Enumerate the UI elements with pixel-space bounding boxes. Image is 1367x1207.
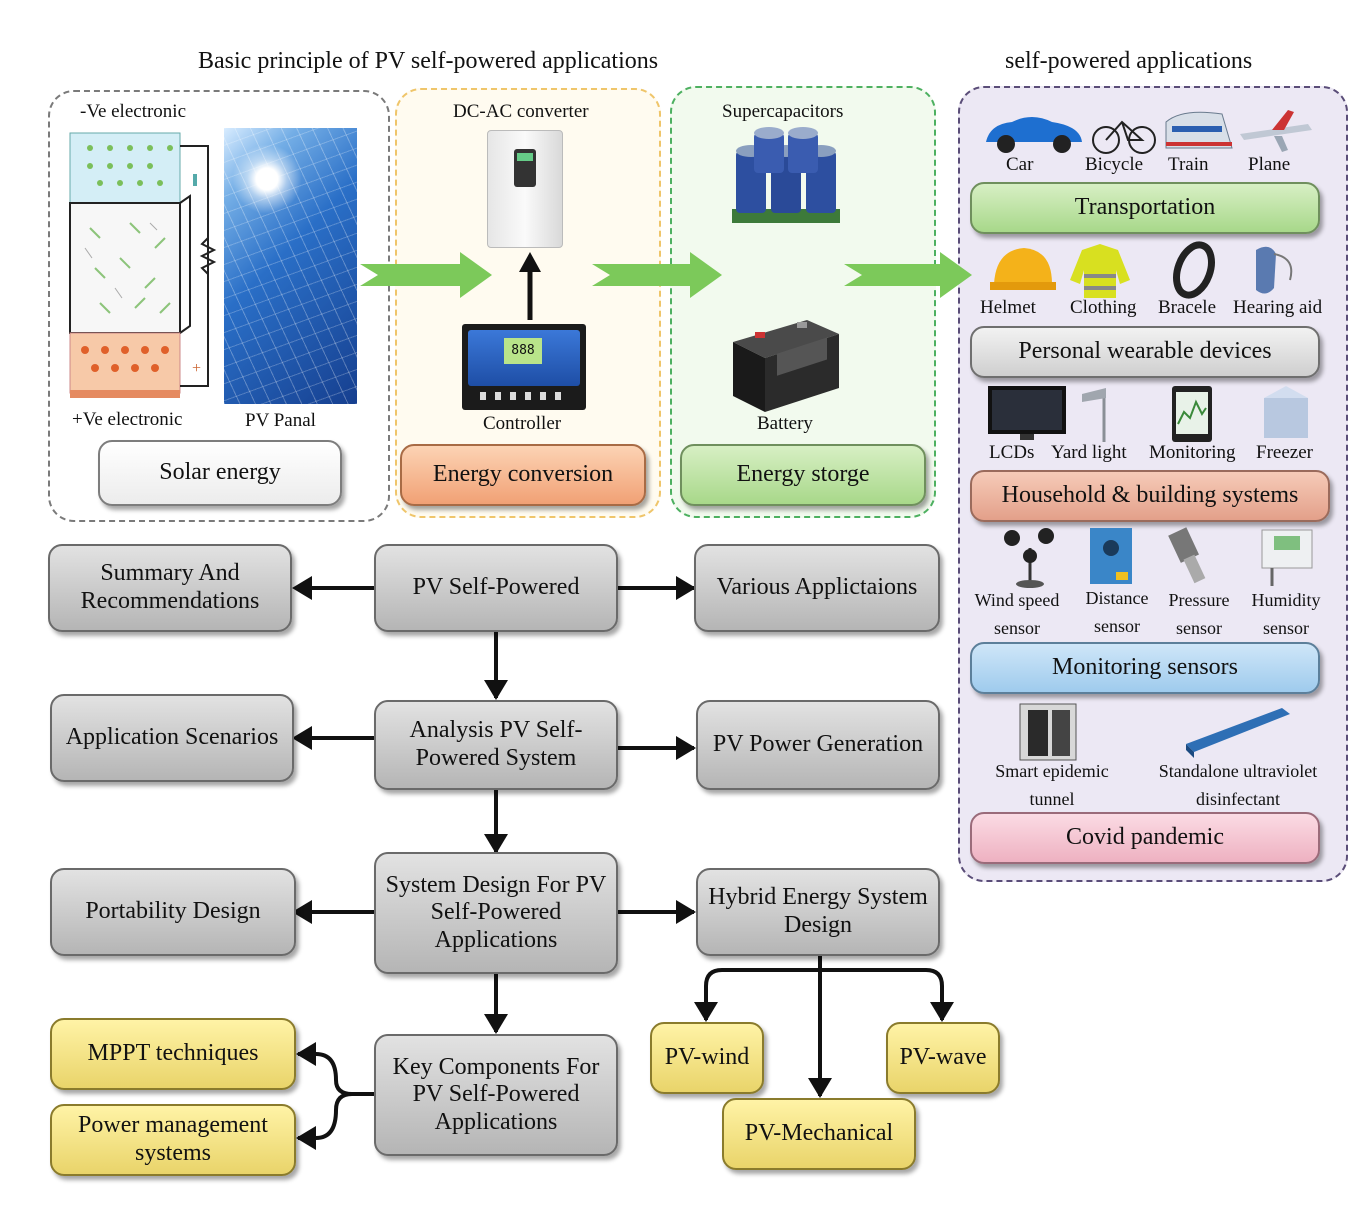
power-management-box: Power management systems: [50, 1104, 296, 1176]
distance-sensor-label: Distance sensor: [1085, 588, 1149, 636]
solar-cell-diagram: +: [69, 132, 217, 398]
supercapacitors-label: Supercapacitors: [722, 101, 844, 122]
hearing-aid-icon: [1256, 246, 1293, 294]
train-label: Train: [1168, 154, 1209, 175]
controller-label: Controller: [483, 413, 562, 434]
solar-energy-region: [48, 90, 390, 522]
bicycle-label: Bicycle: [1085, 154, 1144, 175]
energy-conversion-box: Energy conversion: [400, 444, 646, 506]
energy-storage-box: Energy storge: [680, 444, 926, 506]
portability-design-box: Portability Design: [50, 868, 296, 956]
system-design-box: System Design For PV Self-Powered Applic…: [374, 852, 618, 974]
plane-label: Plane: [1248, 154, 1291, 175]
pv-self-powered-box: PV Self-Powered: [374, 544, 618, 632]
monitoring-label: Monitoring: [1149, 442, 1236, 463]
freezer-icon: [1264, 386, 1308, 438]
solar-energy-box: Solar energy: [98, 440, 342, 506]
energy-flow-arrows: [360, 252, 972, 298]
train-icon: [1165, 111, 1233, 149]
clothing-icon: [1070, 244, 1130, 298]
helmet-label: Helmet: [980, 297, 1036, 318]
transportation-box: Transportation: [970, 182, 1320, 234]
summary-recommendations-box: Summary And Recommendations: [48, 544, 292, 632]
wearable-icons: [990, 241, 1293, 299]
sun-glare-icon: [232, 144, 302, 214]
epidemic-tunnel-icon: [1019, 703, 1077, 761]
clothing-label: Clothing: [1070, 297, 1137, 318]
battery-image: [733, 320, 839, 412]
monitoring-sensors-box: Monitoring sensors: [970, 642, 1320, 694]
household-systems-box: Household & building systems: [970, 470, 1330, 522]
monitoring-icon: [1172, 386, 1212, 442]
pv-wave-box: PV-wave: [886, 1022, 1000, 1094]
pv-panel-image: [224, 128, 357, 404]
bicycle-icon: [1092, 120, 1156, 154]
pv-wind-box: PV-wind: [650, 1022, 764, 1094]
wind-speed-sensor-icon: [1004, 528, 1054, 588]
pressure-sensor-icon: [1168, 527, 1206, 584]
wind-speed-sensor-label: Wind speed sensor: [974, 590, 1060, 638]
uv-disinfectant-icon: [1186, 708, 1290, 758]
analysis-system-box: Analysis PV Self-Powered System: [374, 700, 618, 790]
svg-text:+: +: [192, 360, 201, 377]
covid-pandemic-box: Covid pandemic: [970, 812, 1320, 864]
plane-icon: [1240, 110, 1312, 152]
bracelet-label: Bracele: [1158, 297, 1217, 318]
lcd-icon: [988, 386, 1066, 440]
controller-to-converter-arrow: [519, 252, 541, 320]
epidemic-tunnel-label: Smart epidemic tunnel: [995, 761, 1109, 809]
freezer-label: Freezer: [1256, 442, 1313, 463]
lcds-label: LCDs: [989, 442, 1035, 463]
supercapacitors-image: [732, 127, 840, 223]
various-applications-box: Various Applictaions: [694, 544, 940, 632]
humidity-sensor-label: Humidity sensor: [1251, 590, 1321, 638]
key-components-box: Key Components For PV Self-Powered Appli…: [374, 1034, 618, 1156]
controller-image: 888: [462, 324, 586, 410]
uv-disinfectant-label: Standalone ultraviolet disinfectant: [1158, 761, 1318, 809]
neg-electronic-label: -Ve electronic: [80, 101, 187, 122]
solar-to-conversion-arrow: [360, 252, 492, 298]
mppt-box: MPPT techniques: [50, 1018, 296, 1090]
conversion-to-storage-arrow: [592, 252, 722, 298]
hybrid-energy-box: Hybrid Energy System Design: [696, 868, 940, 956]
wearable-devices-box: Personal wearable devices: [970, 326, 1320, 378]
battery-label: Battery: [757, 413, 813, 434]
storage-to-applications-arrow: [844, 252, 972, 298]
dcac-label: DC-AC converter: [453, 101, 589, 122]
humidity-sensor-icon: [1261, 529, 1313, 586]
dcac-converter-image: [487, 130, 563, 248]
distance-sensor-icon: [1090, 528, 1132, 584]
pos-electronic-label: +Ve electronic: [72, 409, 183, 430]
covid-icons: [1019, 703, 1290, 761]
car-label: Car: [1006, 154, 1034, 175]
hearing-aid-label: Hearing aid: [1233, 297, 1323, 318]
car-icon: [986, 117, 1082, 153]
pv-panal-label: PV Panal: [245, 410, 316, 431]
principle-title: Basic principle of PV self-powered appli…: [198, 48, 659, 74]
applications-title: self-powered applications: [1005, 48, 1253, 74]
controller-display: 888: [504, 338, 542, 364]
helmet-icon: [990, 248, 1056, 290]
application-scenarios-box: Application Scenarios: [50, 694, 294, 782]
pv-mechanical-box: PV-Mechanical: [722, 1098, 916, 1170]
yard-light-icon: [1082, 388, 1106, 442]
household-icons: [988, 386, 1308, 442]
pv-power-generation-box: PV Power Generation: [696, 700, 940, 790]
yard-light-label: Yard light: [1051, 442, 1127, 463]
sensor-icons: [1004, 527, 1313, 588]
pressure-sensor-label: Pressure sensor: [1168, 590, 1230, 638]
bracelet-icon: [1173, 241, 1215, 299]
transport-icons: [986, 110, 1312, 154]
